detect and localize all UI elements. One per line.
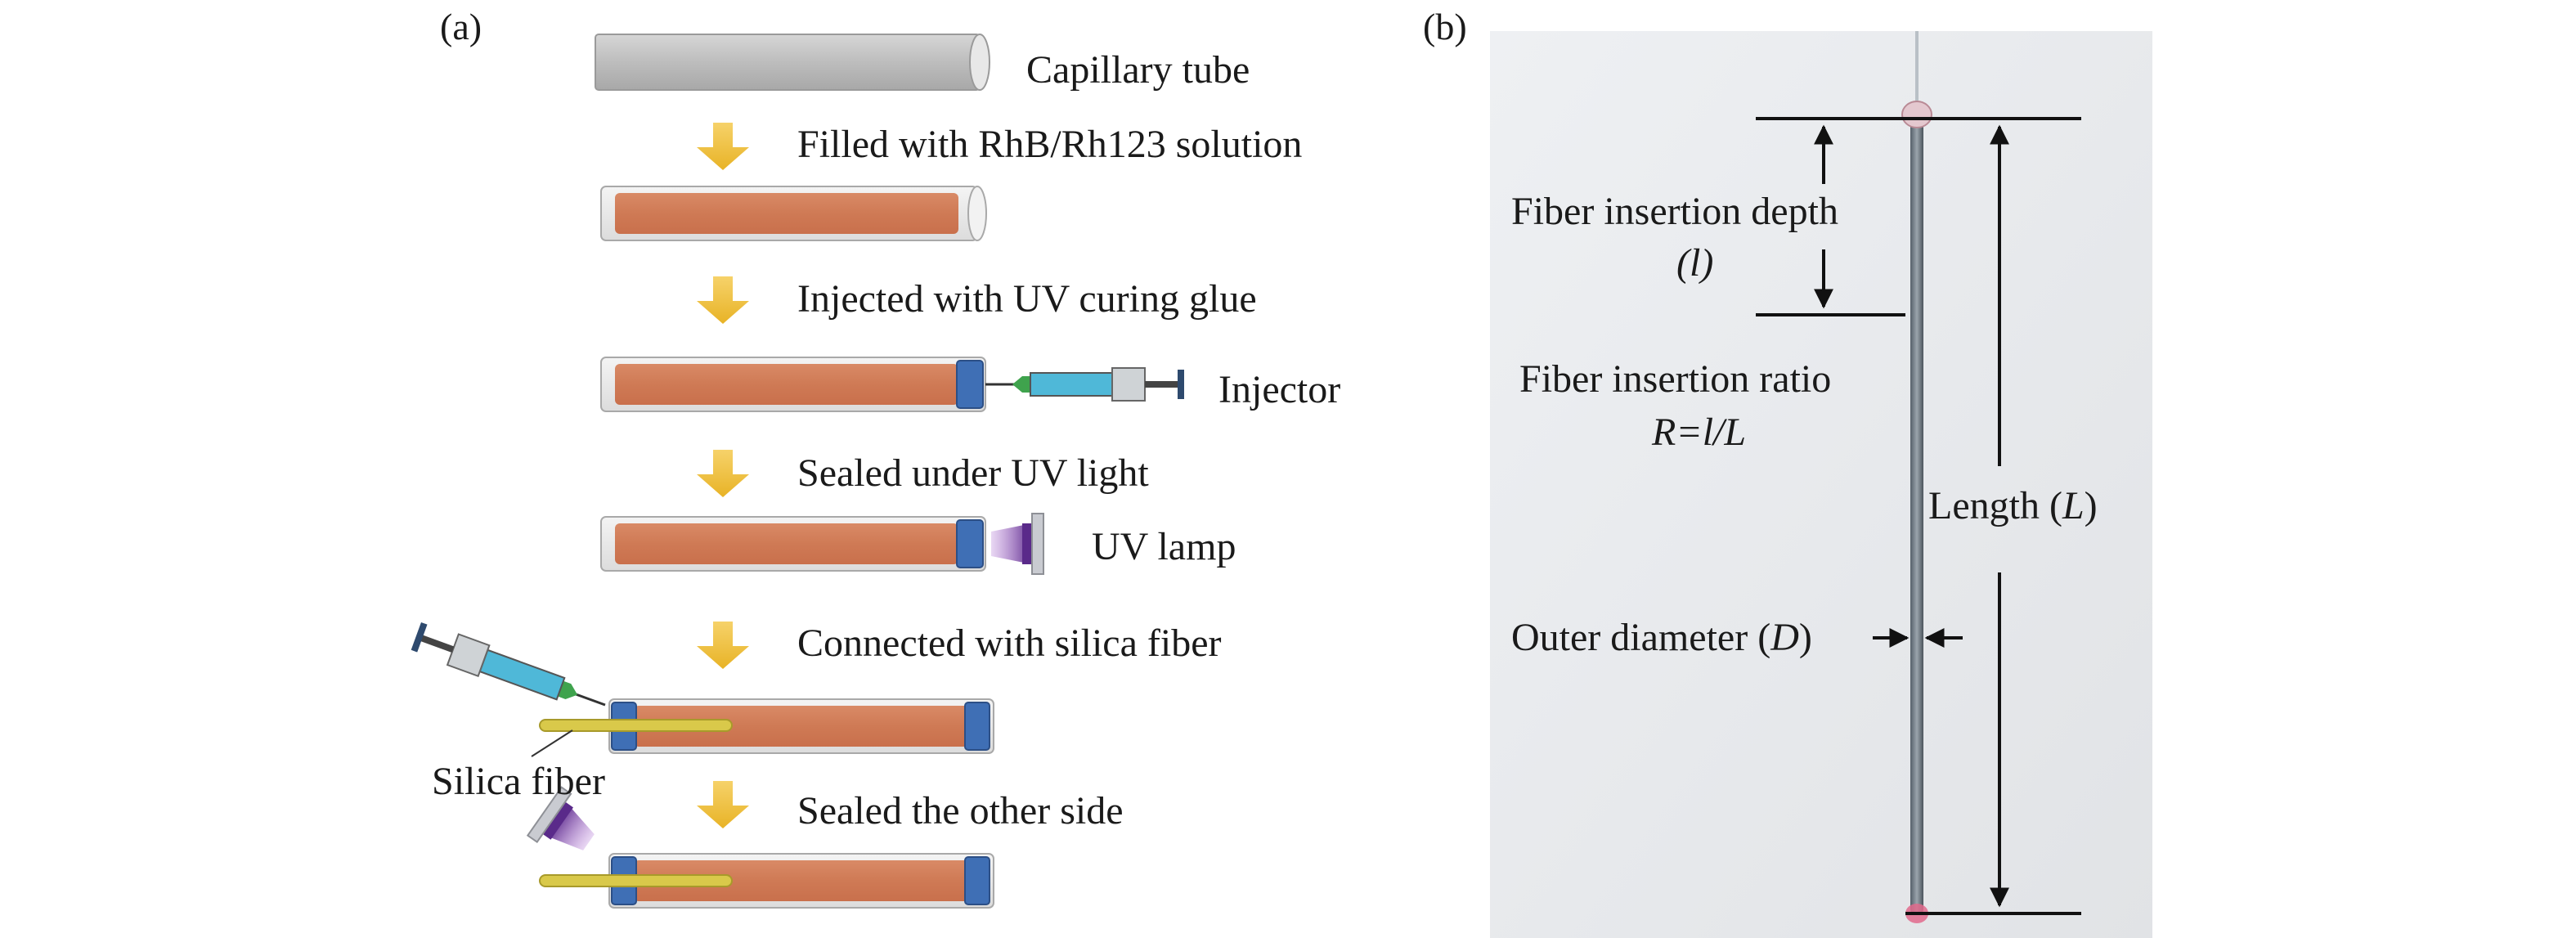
capillary-tube-glue bbox=[600, 357, 986, 412]
length-symbol: L bbox=[2062, 484, 2085, 527]
uv-lamp-icon bbox=[526, 786, 595, 850]
down-arrow-icon bbox=[697, 622, 749, 669]
measurement-annotations bbox=[1756, 117, 2081, 915]
step-label: Capillary tube bbox=[1026, 48, 1250, 92]
injector-syringe-icon bbox=[411, 622, 606, 707]
length-close: ) bbox=[2084, 484, 2098, 527]
diameter-close: ) bbox=[1798, 616, 1812, 659]
silica-fiber-label: Silica fiber bbox=[432, 760, 605, 803]
length-label: Length (L) bbox=[1928, 487, 2098, 526]
down-arrow-icon bbox=[697, 123, 749, 170]
fiber-photo bbox=[1490, 31, 2152, 938]
panel-a-label: (a) bbox=[440, 6, 482, 47]
step-label: Sealed under UV light bbox=[797, 451, 1149, 495]
diameter-text: Outer diameter ( bbox=[1511, 616, 1771, 659]
down-arrow-icon bbox=[697, 450, 749, 497]
injector-label: Injector bbox=[1218, 368, 1341, 411]
diameter-label: Outer diameter (D) bbox=[1511, 618, 1812, 657]
capillary-tube-empty bbox=[595, 34, 990, 91]
step-arrows bbox=[697, 123, 749, 828]
depth-symbol: (l) bbox=[1676, 241, 1714, 285]
down-arrow-icon bbox=[697, 276, 749, 324]
down-arrow-icon bbox=[697, 781, 749, 828]
ratio-label: Fiber insertion ratio bbox=[1519, 357, 1832, 401]
step-label: Connected with silica fiber bbox=[797, 622, 1222, 665]
fiber-top-bead bbox=[1901, 101, 1932, 128]
capillary-tube-fiber bbox=[539, 698, 994, 754]
length-text: Length ( bbox=[1928, 484, 2062, 527]
uv-lamp-icon bbox=[991, 513, 1044, 575]
ratio-formula: R=l/L bbox=[1652, 411, 1747, 454]
capillary-tube-filled bbox=[600, 186, 987, 241]
step-label: Injected with UV curing glue bbox=[797, 277, 1257, 321]
capillary-tube-sealed bbox=[600, 516, 986, 572]
uv-lamp-label: UV lamp bbox=[1092, 525, 1236, 568]
capillary-tube-final bbox=[539, 853, 994, 909]
fiber-rod bbox=[1910, 113, 1923, 914]
step-label: Filled with RhB/Rh123 solution bbox=[797, 123, 1303, 166]
depth-label: Fiber insertion depth bbox=[1511, 190, 1838, 233]
injector-syringe-icon bbox=[985, 367, 1184, 402]
panel-b-label: (b) bbox=[1423, 6, 1467, 47]
silica-fiber-pointer bbox=[531, 729, 573, 757]
diameter-symbol: D bbox=[1770, 616, 1799, 659]
step-label: Sealed the other side bbox=[797, 789, 1124, 833]
